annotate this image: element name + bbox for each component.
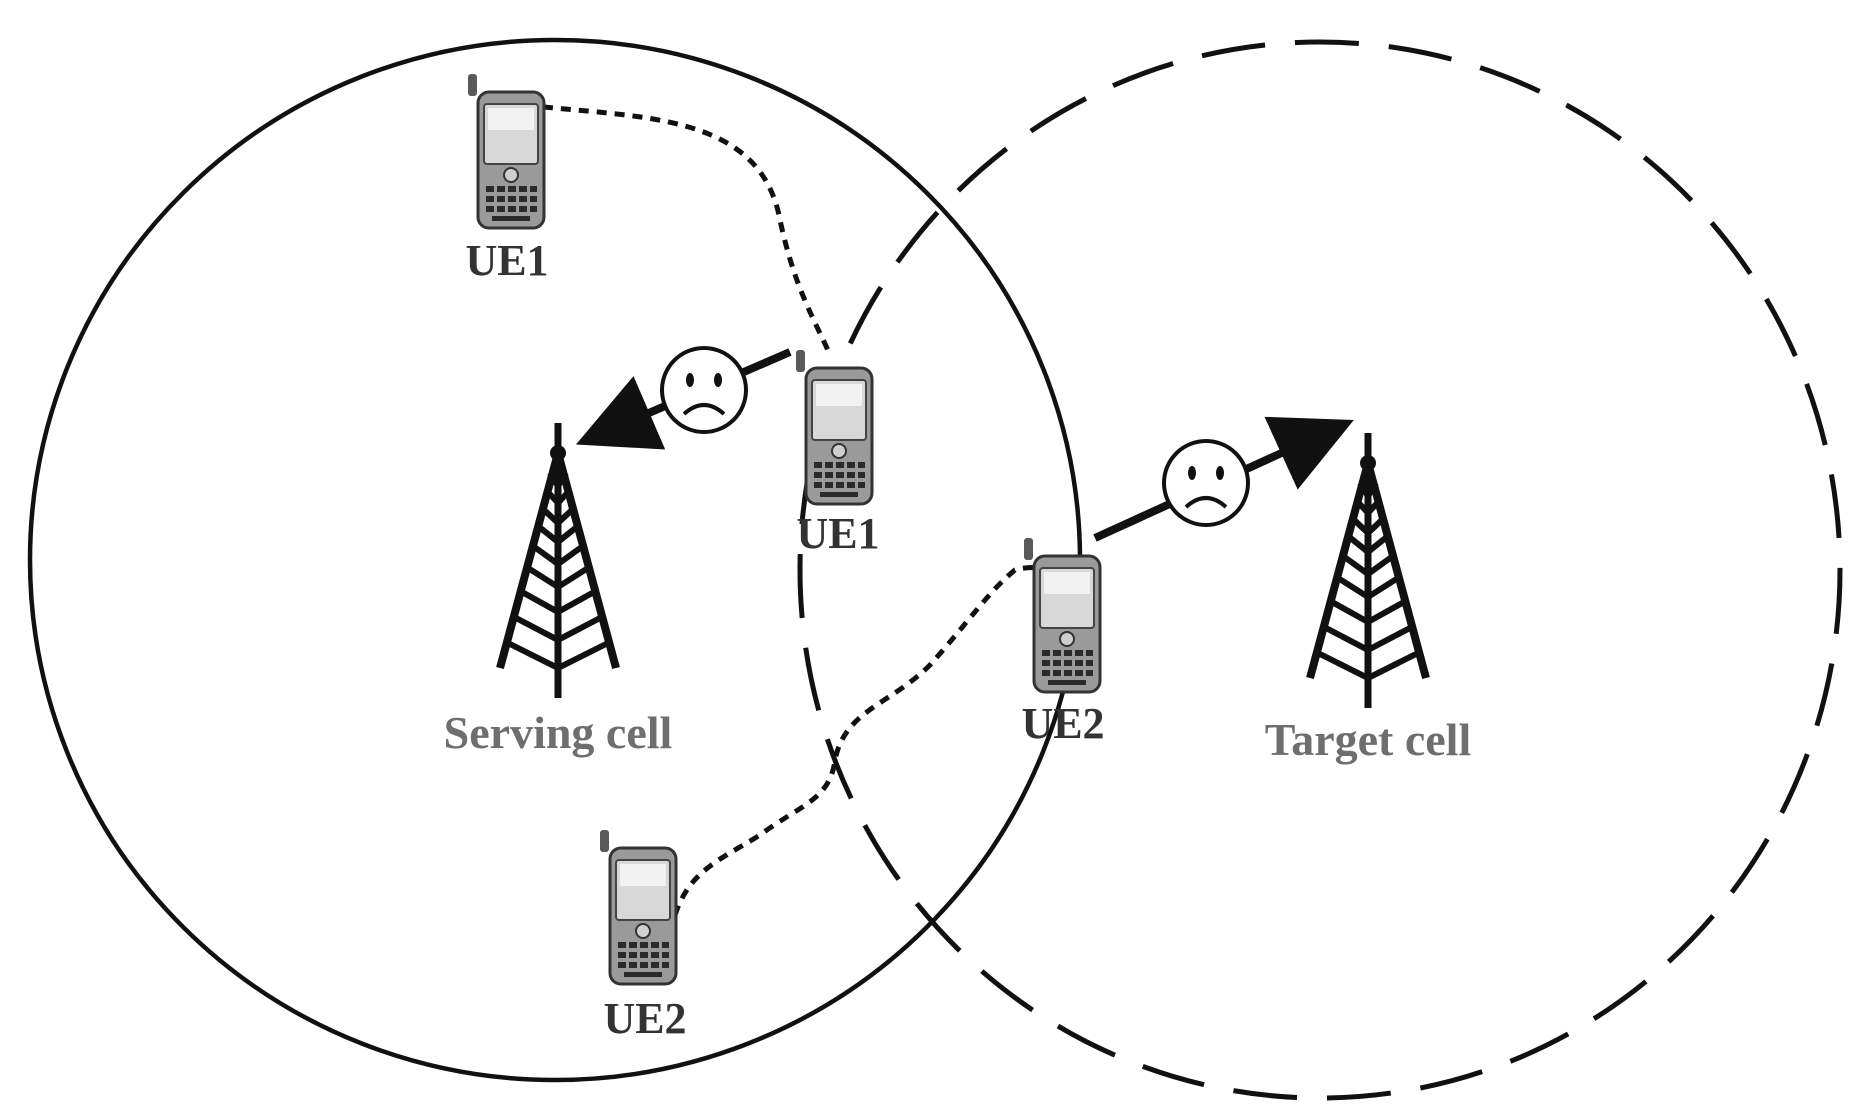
serving-cell-tower-icon: [500, 423, 616, 698]
sad-face-icon-ue1: [660, 346, 748, 434]
ue2-trajectory: [672, 562, 1062, 916]
ue2-initial-label: UE2: [603, 994, 686, 1043]
ue1-handover-phone-icon: [794, 348, 874, 506]
target-cell-tower-icon: [1310, 433, 1426, 708]
ue1-initial-phone-icon: [466, 72, 546, 230]
target-cell-boundary: [797, 39, 1843, 1101]
ue2-handover-label: UE2: [1021, 699, 1104, 748]
serving-cell-label: Serving cell: [444, 707, 673, 758]
sad-face-icon-ue2: [1162, 439, 1250, 527]
ue2-handover-phone-icon: [1022, 536, 1102, 694]
ue1-handover-label: UE1: [796, 509, 879, 558]
target-cell-label: Target cell: [1265, 714, 1472, 765]
ue2-initial-phone-icon: [598, 828, 678, 986]
ue1-initial-label: UE1: [465, 236, 548, 285]
ue1-trajectory: [524, 102, 833, 356]
